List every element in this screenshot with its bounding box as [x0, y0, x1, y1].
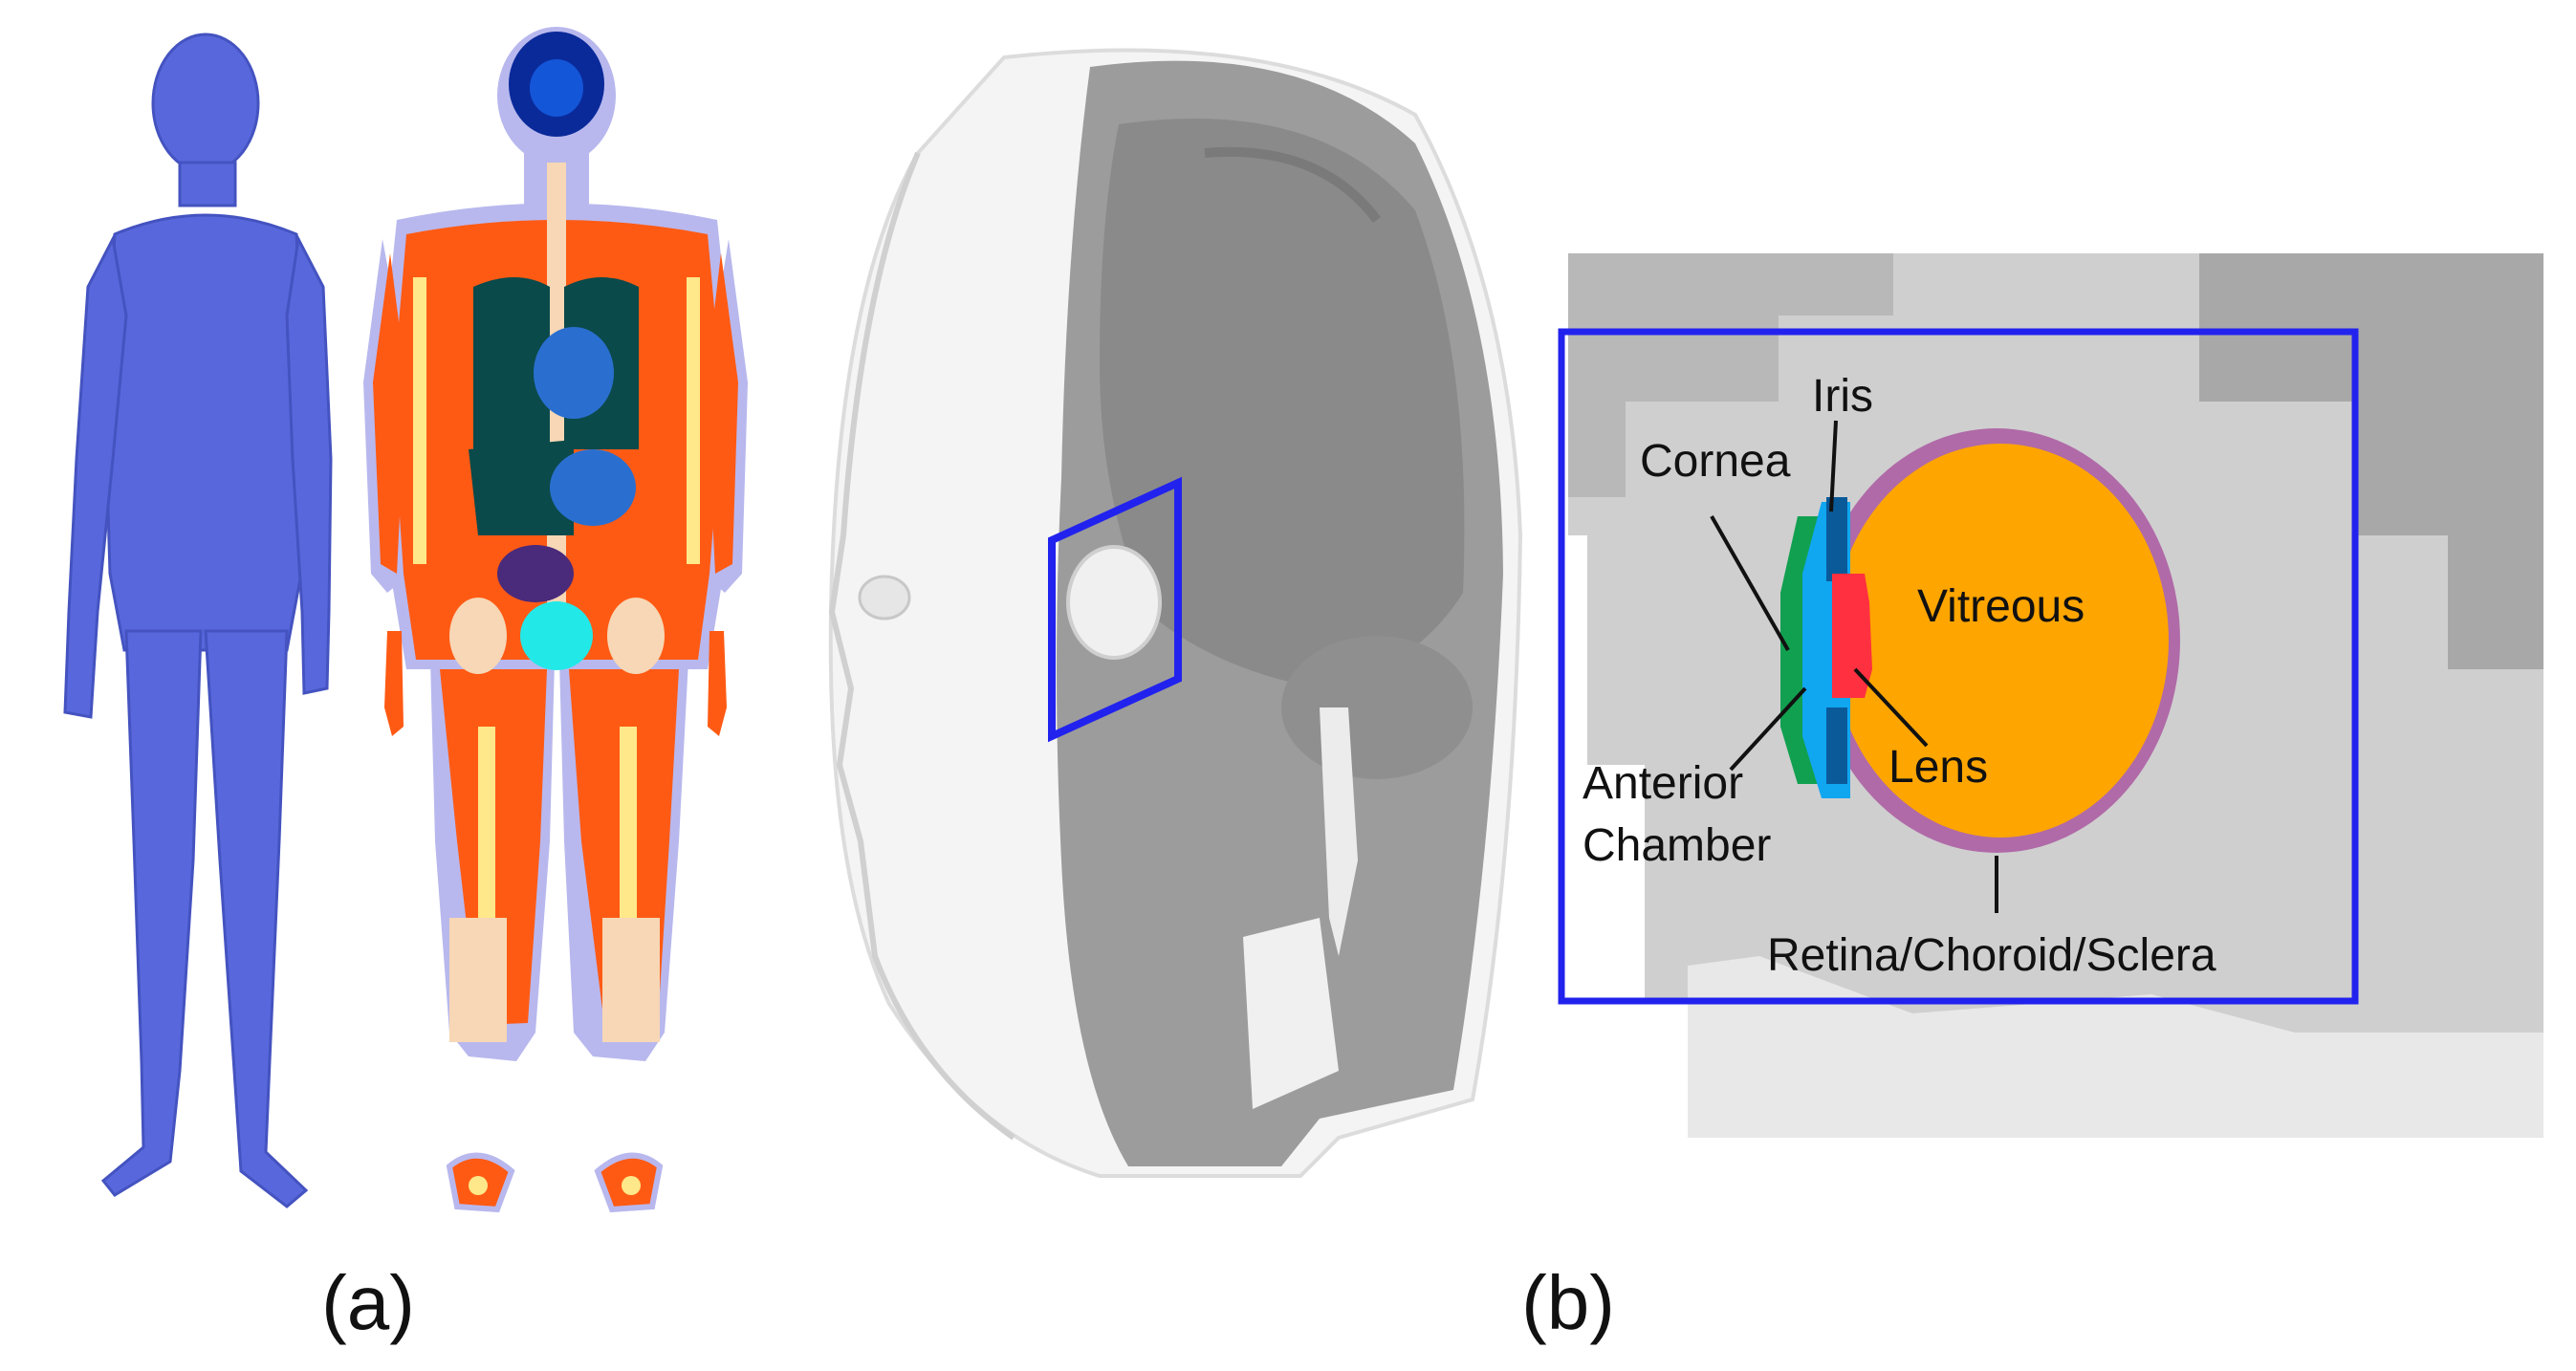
anterior-chamber-label-line1: Anterior: [1583, 758, 1743, 809]
eye-closeup: Iris Cornea Vitreous Anterior Chamber Le…: [1558, 253, 2543, 1138]
body-surface-model: [63, 33, 333, 1208]
eye-closeup-box: [1558, 328, 2359, 1005]
cornea-label: Cornea: [1640, 436, 1791, 487]
vitreous-label: Vitreous: [1917, 581, 2085, 632]
iris-leader-line: [1829, 420, 1838, 512]
head-eye-callout-box: [1048, 476, 1182, 743]
lens-leader-line: [1853, 667, 1929, 748]
panel-a-label: (a): [321, 1260, 415, 1345]
panel-b-label: (b): [1521, 1260, 1615, 1345]
lens-region: [1832, 574, 1872, 698]
panel-a: (a): [63, 27, 748, 1345]
panel-b: Iris Cornea Vitreous Anterior Chamber Le…: [828, 48, 2543, 1345]
head-model: [828, 48, 1523, 1178]
iris-region-lower: [1826, 707, 1847, 784]
iris-label: Iris: [1812, 371, 1873, 422]
retina-label: Retina/Choroid/Sclera: [1767, 930, 2216, 981]
iris-region-upper: [1826, 497, 1847, 581]
lens-label: Lens: [1888, 742, 1988, 793]
cornea-leader-line: [1710, 515, 1790, 651]
anterior-chamber-label-line2: Chamber: [1583, 820, 1771, 871]
anterior-chamber-leader-line: [1729, 686, 1807, 772]
vitreous-region: [1832, 444, 2169, 838]
segmented-body-model: [363, 27, 748, 1213]
